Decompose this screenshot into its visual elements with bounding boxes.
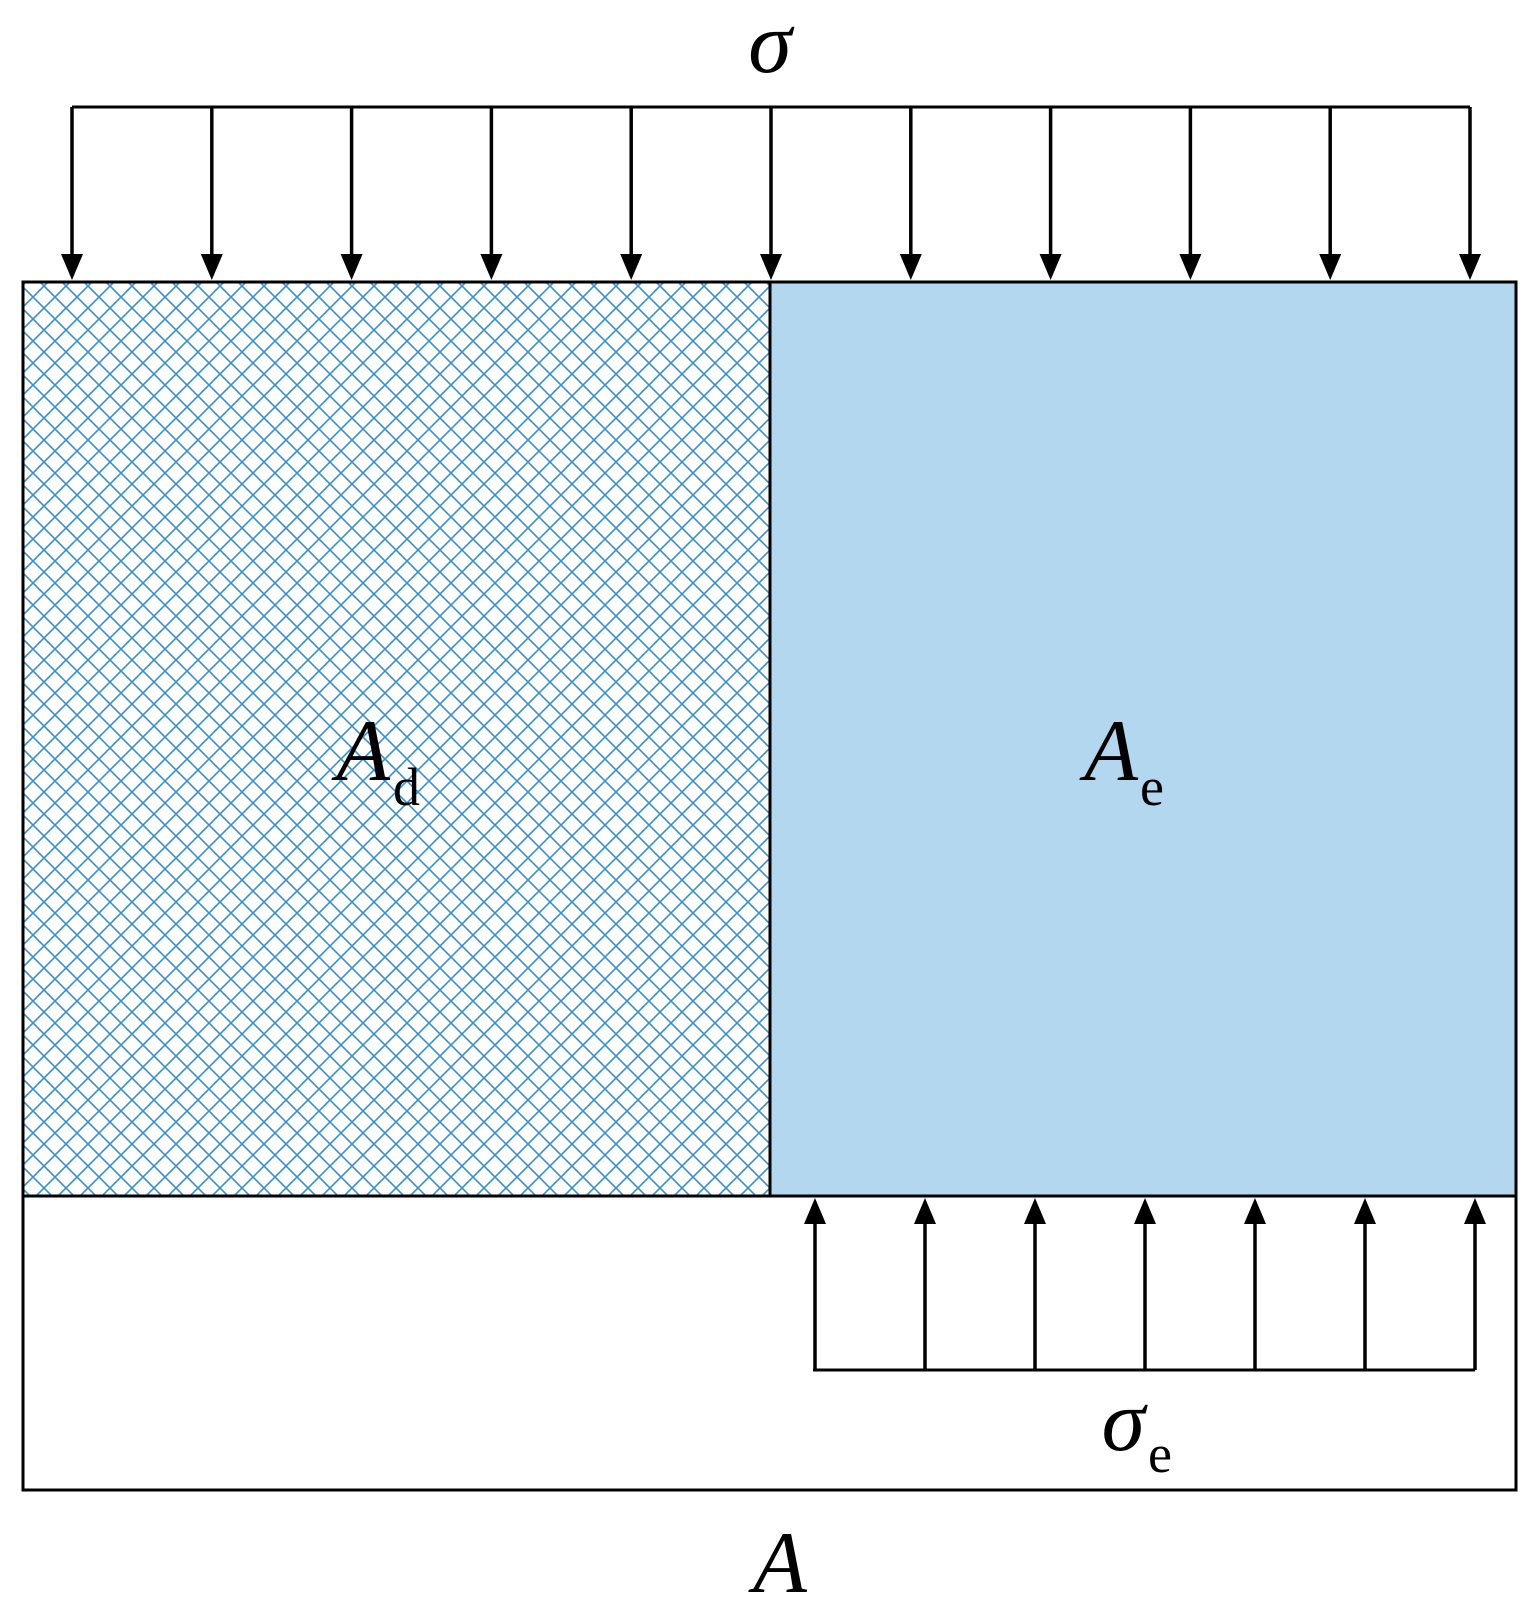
effective-stress-arrows bbox=[804, 1198, 1486, 1372]
applied-stress-arrow-10 bbox=[1319, 107, 1342, 280]
section-top-outline bbox=[21, 280, 1518, 1198]
effective-stress-arrow-4 bbox=[1134, 1198, 1156, 1370]
effective-stress-arrow-5 bbox=[1244, 1198, 1266, 1370]
effective-stress-label: σ e bbox=[1102, 1373, 1172, 1484]
effective-stress-label-sub: e bbox=[1148, 1424, 1172, 1484]
applied-stress-label: σ bbox=[748, 0, 795, 92]
effective-area-label: A e bbox=[1079, 703, 1164, 817]
effective-stress-arrow-3 bbox=[1024, 1198, 1046, 1370]
applied-stress-arrow-6 bbox=[760, 107, 782, 280]
applied-stress-arrow-5 bbox=[620, 107, 643, 280]
damaged-area-label-main: A bbox=[331, 703, 391, 800]
effective-stress-arrow-6 bbox=[1354, 1198, 1376, 1370]
applied-stress-arrow-2 bbox=[200, 107, 223, 280]
effective-area-region bbox=[770, 282, 1516, 1196]
effective-stress-arrow-1 bbox=[804, 1198, 826, 1370]
total-area-label: A bbox=[748, 1515, 808, 1612]
effective-area-label-main: A bbox=[1079, 703, 1139, 800]
applied-stress-arrows bbox=[61, 105, 1481, 280]
applied-stress-arrow-4 bbox=[480, 107, 503, 280]
damaged-area-region bbox=[23, 282, 770, 1196]
damaged-area-label: A d bbox=[331, 703, 420, 817]
effective-area-label-sub: e bbox=[1140, 757, 1164, 817]
effective-stress-arrow-7 bbox=[1464, 1198, 1486, 1370]
damaged-area-label-sub: d bbox=[393, 757, 420, 817]
applied-stress-arrow-3 bbox=[340, 107, 363, 280]
effective-stress-arrow-2 bbox=[914, 1198, 936, 1370]
applied-stress-arrow-7 bbox=[899, 107, 922, 280]
applied-stress-arrow-8 bbox=[1039, 107, 1062, 280]
applied-stress-arrow-1 bbox=[61, 107, 83, 280]
effective-stress-label-main: σ bbox=[1102, 1373, 1149, 1470]
applied-stress-arrow-9 bbox=[1179, 107, 1202, 280]
applied-stress-arrow-11 bbox=[1459, 107, 1481, 280]
